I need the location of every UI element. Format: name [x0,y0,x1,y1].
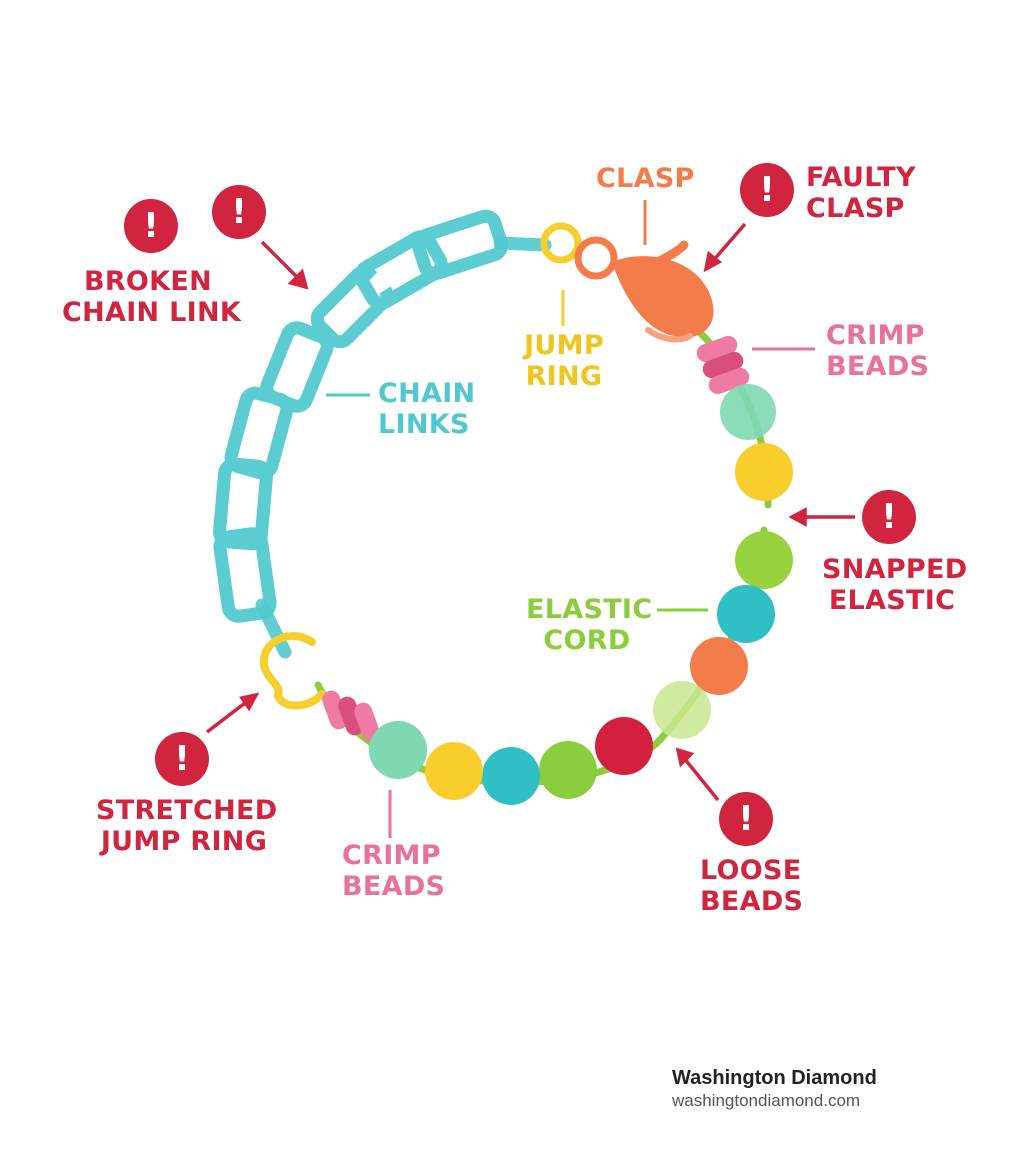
chain-link [354,230,448,310]
label-crimp-beads-right: CRIMP BEADS [826,320,929,382]
label-loose-beads: LOOSE BEADS [700,855,803,917]
label-line: JUMP RING [100,826,268,857]
brand-name: Washington Diamond [672,1067,877,1089]
stretched-jump-ring [260,632,326,710]
label-line: BEADS [700,886,804,917]
exclamation-circle-icon: ! [124,199,178,253]
label-line: JUMP [524,330,604,361]
label-snapped-elastic: SNAPPED ELASTIC [822,554,968,616]
label-line: SNAPPED [822,554,968,585]
exclamation-circle-icon: ! [155,732,209,786]
chain-connector [493,236,552,252]
label-line: RING [525,361,603,392]
label-line: CHAIN [378,378,476,409]
bead [369,721,427,779]
label-faulty-clasp: FAULTY CLASP [806,162,916,224]
label-line: CLASP [596,163,695,194]
bead [595,717,653,775]
label-line: ELASTIC [526,594,653,625]
chain-link [411,209,509,281]
bead [539,741,597,799]
chain-connector [255,598,292,659]
leader-lines [326,200,815,838]
label-broken-chain-link: BROKEN CHAIN LINK [62,266,242,328]
bead [717,585,775,643]
label-line: CORD [543,625,631,656]
warning-arrows [205,222,855,802]
exclamation-circle-icon: ! [719,792,773,846]
label-clasp: CLASP [596,163,695,194]
label-line: CRIMP [342,840,441,871]
bead [735,443,793,501]
bead [735,531,793,589]
label-line: STRETCHED [96,795,278,826]
brand-url: washingtondiamond.com [672,1091,861,1110]
lobster-clasp [574,236,714,343]
label-line: LOOSE [700,855,802,886]
bead [482,747,540,805]
brand-block: Washington Diamond washingtondiamond.com [672,1066,877,1111]
label-line: BEADS [342,871,446,902]
chain-links [213,209,509,623]
bead [653,681,711,739]
label-line: CRIMP [826,320,925,351]
label-jump-ring: JUMP RING [520,330,608,392]
bead [425,742,483,800]
chain-link [213,527,277,623]
chain-link [213,457,273,551]
label-line: CHAIN LINK [62,297,242,328]
jump-ring [540,222,582,264]
label-line: LINKS [378,409,470,440]
label-stretched-jump-ring: STRETCHED JUMP RING [96,795,278,857]
beads [369,384,793,805]
label-crimp-beads-bottom: CRIMP BEADS [342,840,445,902]
label-line: FAULTY [806,162,916,193]
label-chain-links: CHAIN LINKS [378,378,475,440]
exclamation-circle-icon: ! [212,185,266,239]
label-line: CLASP [806,193,905,224]
crimp-beads-right [696,335,750,395]
label-line: BEADS [826,351,930,382]
crimp-beads-bottom [322,690,380,742]
bead [720,384,776,440]
exclamation-circle-icon: ! [862,490,916,544]
exclamation-circle-icon: ! [740,163,794,217]
bead [690,637,748,695]
label-line: BROKEN [83,266,213,297]
label-line: ELASTIC [828,585,956,616]
label-elastic-cord: ELASTIC CORD [526,594,653,656]
